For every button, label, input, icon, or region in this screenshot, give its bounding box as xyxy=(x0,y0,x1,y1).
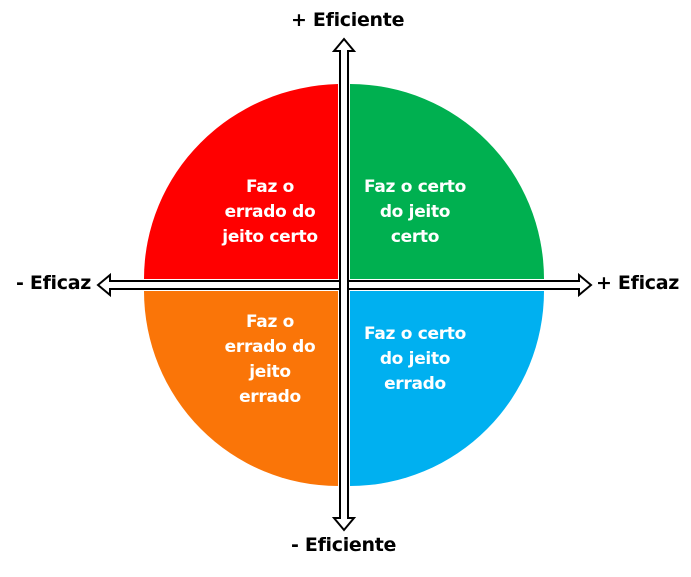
quadrant-top-right-text: Faz o certo do jeito certo xyxy=(364,177,466,247)
quadrant-bottom-right-text: Faz o certo do jeito errado xyxy=(364,324,466,394)
axis-label-right: + Eficaz xyxy=(596,272,680,294)
quadrant-top-right xyxy=(350,84,544,279)
quadrant-bottom-left-text: Faz o errado do jeito errado xyxy=(224,312,316,407)
quadrant-bottom-right xyxy=(350,291,544,486)
quadrant-top-left xyxy=(144,84,338,279)
axis-label-top: + Eficiente xyxy=(291,9,405,31)
axis-label-left: - Eficaz xyxy=(16,272,92,294)
quadrant-top-left-text: Faz o errado do jeito certo xyxy=(222,177,318,247)
quadrant-bottom-left xyxy=(144,291,338,486)
axis-label-bottom: - Eficiente xyxy=(291,534,397,556)
